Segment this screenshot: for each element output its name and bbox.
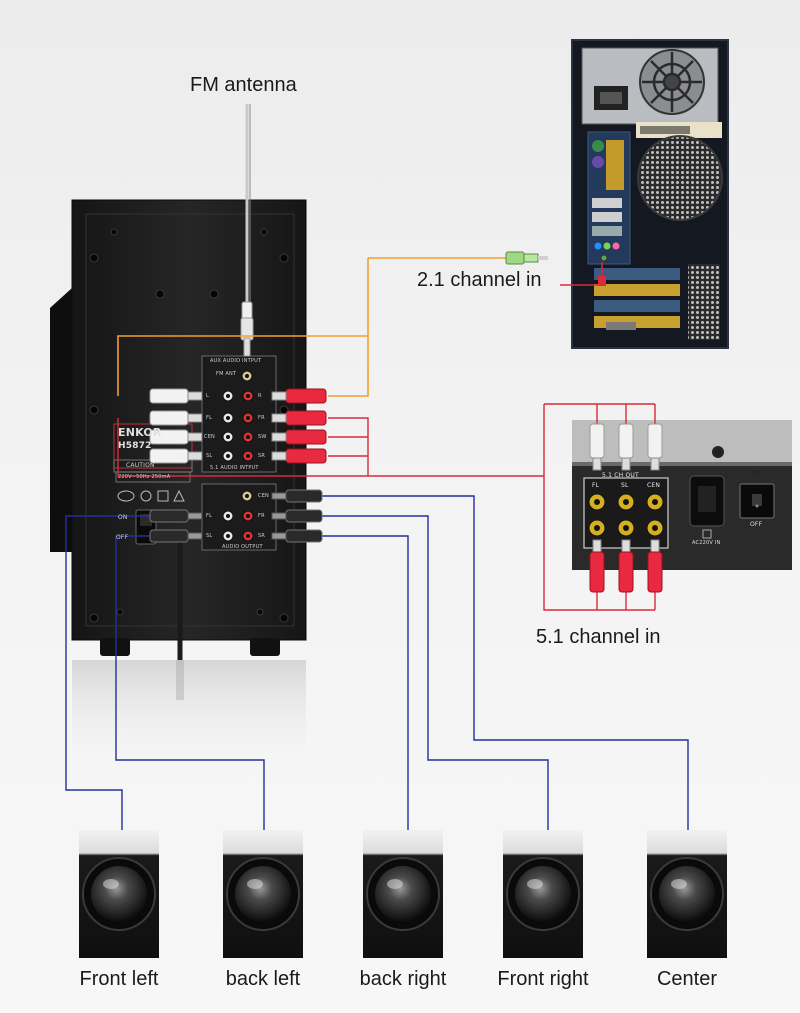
- source-jack-cen: CEN: [647, 482, 661, 489]
- speaker-label-back-left: back left: [225, 968, 301, 990]
- speaker-cone-icon: [659, 866, 715, 922]
- speakers-row: [79, 830, 727, 958]
- source-ac-label: AC220V IN: [692, 540, 721, 546]
- jack-label-fl: FL: [206, 415, 213, 421]
- caution-label: CAUTION: [126, 462, 155, 469]
- power-rating-label: 220V~50Hz 250mA: [118, 474, 171, 480]
- source-switch-on: ON: [752, 470, 762, 477]
- source-jack-sl: SL: [621, 482, 629, 489]
- out-label-sr: SR: [258, 533, 266, 539]
- blue-speaker-wires: [65, 495, 689, 830]
- audio-input-51-label: 5.1 AUDIO INTPUT: [210, 465, 259, 471]
- aux-plug-red: [271, 388, 327, 404]
- input-plugs-red: [285, 410, 327, 464]
- certification-icons: [117, 489, 185, 502]
- pc-audio-pointer: [560, 262, 606, 286]
- out-label-cen: CEN: [258, 493, 269, 499]
- green-35mm-plug: [505, 251, 608, 265]
- brand-label: ENKOR: [118, 426, 162, 439]
- source-out-title: 5.1 CH OUT: [602, 472, 639, 479]
- channel-5-1-label: 5.1 channel in: [536, 626, 661, 648]
- out-label-fr: FR: [258, 513, 265, 519]
- model-label: H5872: [118, 441, 152, 451]
- fm-antenna-label: FM antenna: [190, 74, 297, 96]
- jack-label-r: R: [258, 393, 262, 399]
- speaker-back-left: [223, 830, 303, 958]
- speaker-label-back-right: back right: [359, 968, 447, 990]
- speaker-front-right: [503, 830, 583, 958]
- out-label-sl: SL: [206, 533, 213, 539]
- speaker-label-center: Center: [656, 968, 718, 990]
- aux-plug-white: [149, 388, 203, 404]
- jack-label-cen: CEN: [204, 434, 215, 440]
- channel-2-1-label: 2.1 channel in: [417, 269, 542, 291]
- power-on-label: ON: [118, 514, 128, 521]
- pc-tower: [571, 39, 729, 349]
- speaker-label-front-left: Front left: [79, 968, 159, 990]
- speaker-front-left: [79, 830, 159, 958]
- out-label-fl: FL: [206, 513, 213, 519]
- speaker-cone-icon: [515, 866, 571, 922]
- red-wire-5-1: [117, 403, 656, 611]
- speaker-cone-icon: [375, 866, 431, 922]
- speaker-cone-icon: [235, 866, 291, 922]
- power-off-label: OFF: [116, 534, 129, 541]
- jack-label-sl: SL: [206, 453, 213, 459]
- source-device-panel: [572, 420, 792, 570]
- source-switch-off: OFF: [750, 521, 763, 528]
- speaker-label-front-right: Front right: [497, 968, 589, 990]
- jack-label-fr: FR: [258, 415, 265, 421]
- jack-label-l: L: [206, 393, 209, 399]
- fm-antenna-wire: [240, 104, 254, 357]
- orange-wire-2-1: [117, 257, 508, 397]
- speaker-center: [647, 830, 727, 958]
- jack-label-sr: SR: [258, 453, 266, 459]
- audio-output-label: AUDIO OUTPUT: [222, 544, 263, 550]
- speaker-back-right: [363, 830, 443, 958]
- jack-label-sw: SW: [258, 434, 267, 440]
- fm-ant-label: FM ANT: [216, 371, 237, 377]
- source-plugs-red: [589, 539, 663, 593]
- source-plugs-white: [589, 423, 663, 471]
- source-jack-fl: FL: [592, 482, 600, 489]
- subwoofer-box: [50, 199, 307, 770]
- speaker-cone-icon: [91, 866, 147, 922]
- output-plugs-right: [285, 489, 323, 543]
- aux-input-label: AUX AUDIO INTPUT: [210, 358, 262, 364]
